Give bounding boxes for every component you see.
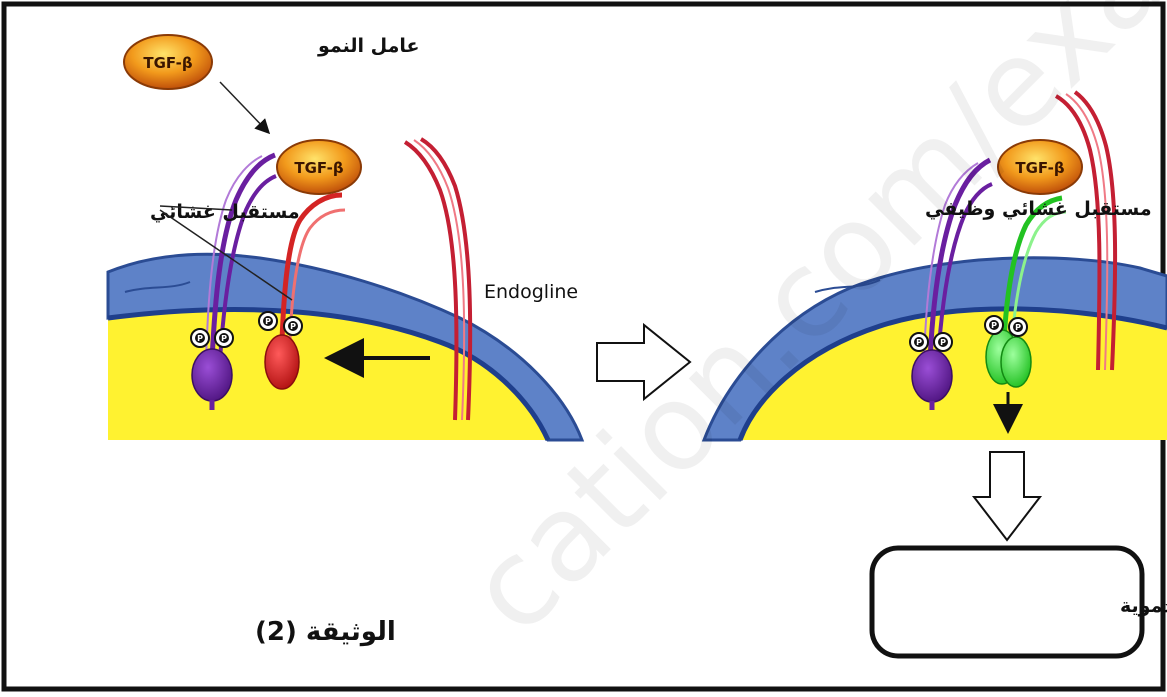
tgf-ligand-free: TGF-β — [124, 35, 212, 89]
phospho-label: P — [991, 321, 997, 330]
document-label: الوثيقة (2) — [255, 617, 396, 647]
tgf-ligand-bound: TGF-β — [277, 140, 361, 194]
growth-factor-label: عامل النمو — [317, 35, 420, 57]
outcome-arrow — [974, 452, 1040, 540]
left-cell-panel: P P P P TGF-β — [108, 35, 582, 440]
phospho-label: P — [290, 322, 296, 331]
phospho-label: P — [197, 334, 203, 343]
outcome-box — [872, 548, 1142, 656]
phospho-label: P — [1015, 323, 1021, 332]
membrane-receptor-label: مستقبل غشائي — [150, 201, 300, 223]
tgf-label: TGF-β — [143, 54, 193, 72]
phospho-label: P — [940, 338, 946, 347]
phospho-label: P — [265, 317, 271, 326]
phospho-label: P — [916, 338, 922, 347]
phospho-label: P — [221, 334, 227, 343]
pointer-line — [220, 82, 268, 132]
tgf-label: TGF-β — [294, 159, 344, 177]
outcome-label: نمو عادي للأوعية الدموية — [1120, 594, 1167, 618]
endogline-label: Endogline — [484, 281, 578, 303]
